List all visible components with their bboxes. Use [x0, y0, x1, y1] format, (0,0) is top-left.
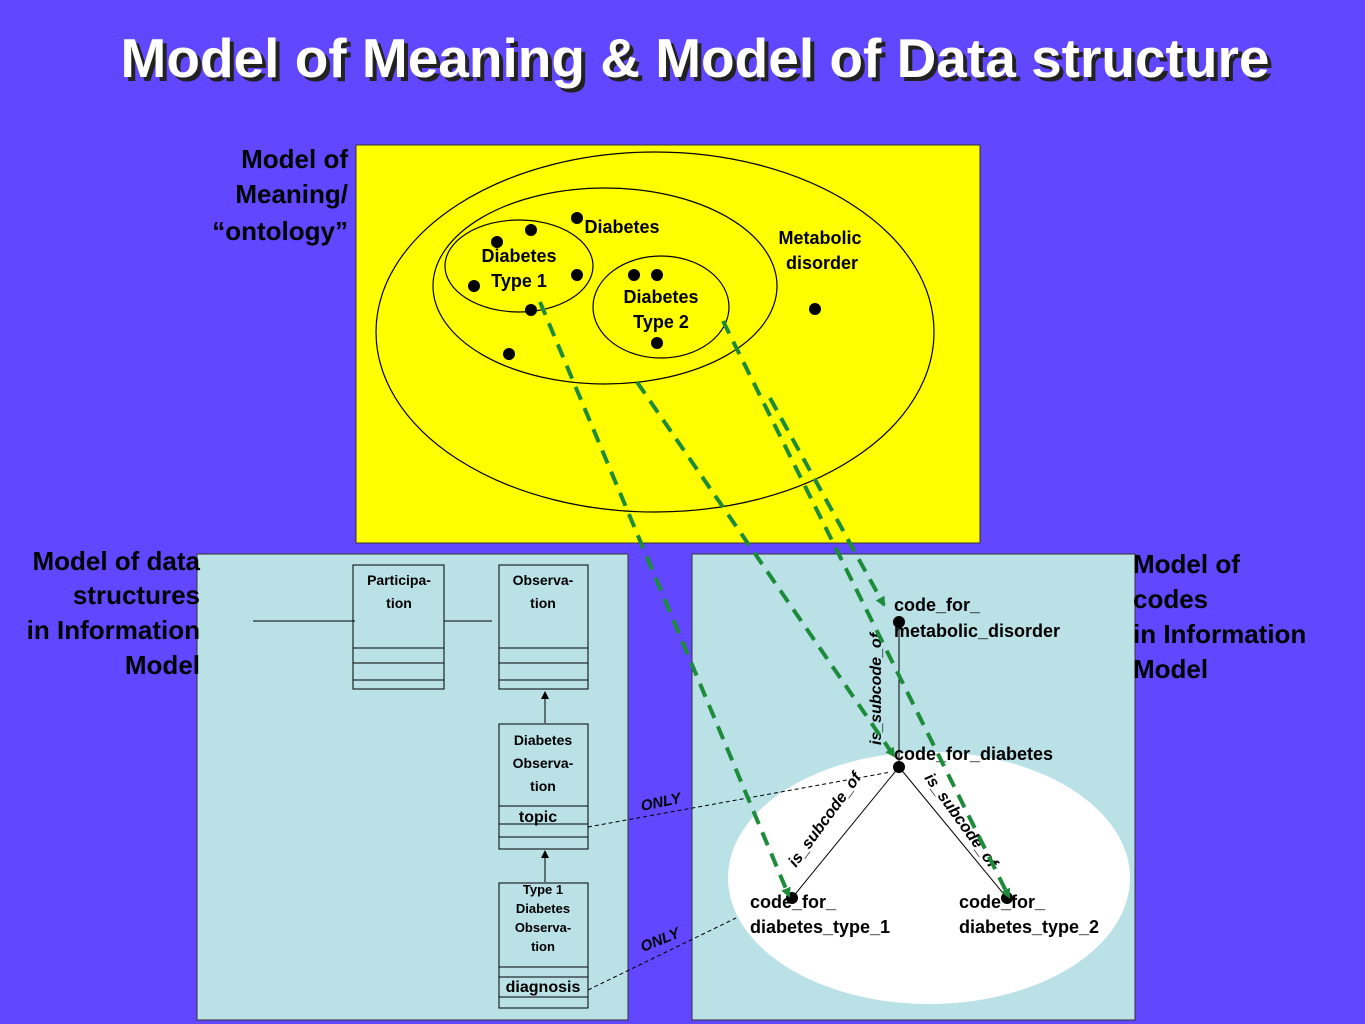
instance-dot: [651, 269, 663, 281]
instance-dot: [525, 224, 537, 236]
diabetes-type2-label-2: Type 2: [633, 312, 689, 332]
instance-dots: [468, 212, 821, 360]
diabetes-type1-label-1: Diabetes: [481, 246, 556, 266]
only-constraint-topic: [587, 771, 892, 828]
codes-side-label-3: in Information: [1133, 619, 1306, 649]
mapping-arrow-diabetes: [635, 380, 896, 758]
ontology-side-label-2: Meaning/: [235, 179, 348, 209]
code-metabolic-label-2: metabolic_disorder: [894, 621, 1060, 641]
observation-class-name-1: Observa-: [513, 572, 574, 588]
code-diabetes-label: code_for_diabetes: [894, 744, 1053, 764]
ontology-panel: [355, 144, 981, 544]
data-structures-side-label-1: Model of data: [32, 546, 200, 576]
data-structures-side-label-2: structures: [73, 580, 200, 610]
diabetes-type1-set: [444, 219, 594, 313]
slide-title-shadow: Model of Meaning & Model of Data structu…: [125, 31, 1274, 93]
participation-class-name-2: tion: [386, 595, 412, 611]
code-metabolic-label-1: code_for_: [894, 595, 981, 615]
code-node-metabolic: [893, 616, 905, 628]
diagnosis-attribute: diagnosis: [506, 979, 581, 996]
codes-side-label-1: Model of: [1133, 549, 1240, 579]
instance-dot: [503, 348, 515, 360]
diabetes-observation-name-2: Observa-: [513, 755, 574, 771]
type1-observation-name-4: tion: [531, 939, 555, 954]
diabetes-label: Diabetes: [584, 217, 659, 237]
code-type1-label-1: code_for_: [750, 892, 837, 912]
ontology-side-label-1: Model of: [241, 144, 348, 174]
data-structures-panel: [196, 553, 629, 1021]
instance-dot: [525, 304, 537, 316]
type1-observation-name-1: Type 1: [523, 882, 563, 897]
instance-dot: [628, 269, 640, 281]
instance-dot: [468, 280, 480, 292]
slide-title: Model of Meaning & Model of Data structu…: [121, 27, 1270, 89]
codes-side-label-4: Model: [1133, 654, 1208, 684]
only-label-diagnosis: ONLY: [638, 924, 684, 956]
type1-observation-name-2: Diabetes: [516, 901, 570, 916]
type1-diabetes-observation-class: Type 1 Diabetes Observa- tion diagnosis: [498, 882, 589, 1009]
metabolic-disorder-label-1: Metabolic: [778, 228, 861, 248]
hierarchy-line-type2-diabetes: [898, 766, 1008, 899]
mapping-arrow-type2: [721, 320, 1011, 899]
data-structures-side-label-3: in Information: [27, 615, 200, 645]
diabetes-type2-label-1: Diabetes: [623, 287, 698, 307]
diabetes-type2-set: [592, 255, 730, 359]
participation-class: Participa- tion: [352, 564, 445, 690]
participation-class-name-1: Participa-: [367, 572, 431, 588]
ontology-side-label-3: “ontology”: [212, 216, 348, 246]
metabolic-disorder-set: [375, 151, 935, 513]
diabetes-observation-class: Diabetes Observa- tion topic: [498, 723, 589, 850]
diabetes-observation-name-1: Diabetes: [514, 732, 573, 748]
diabetes-set: [432, 187, 778, 385]
code-type1-label-2: diabetes_type_1: [750, 917, 890, 937]
instance-dot: [571, 212, 583, 224]
metabolic-disorder-label-2: disorder: [786, 253, 858, 273]
code-node-diabetes: [893, 761, 905, 773]
data-structures-side-label-4: Model: [125, 650, 200, 680]
instance-dot: [571, 269, 583, 281]
instance-dot: [809, 303, 821, 315]
observation-class: Observa- tion: [498, 564, 589, 690]
code-type2-label-2: diabetes_type_2: [959, 917, 1099, 937]
instance-dot: [651, 337, 663, 349]
observation-class-name-2: tion: [530, 595, 556, 611]
mapping-arrow-type1: [538, 301, 791, 898]
codes-side-label-2: codes: [1133, 584, 1208, 614]
hierarchy-line-type1-diabetes: [791, 766, 900, 899]
instance-dot: [491, 236, 503, 248]
subcode-label-diabetes-metabolic: is_subcode_of: [868, 631, 885, 745]
topic-attribute: topic: [519, 809, 557, 826]
code-type2-label-1: code_for_: [959, 892, 1046, 912]
diabetes-codes-region: [728, 752, 1130, 1004]
mapping-arrow-metabolic: [768, 397, 886, 607]
type1-observation-name-3: Observa-: [515, 920, 571, 935]
diabetes-type1-label-2: Type 1: [491, 271, 547, 291]
diabetes-observation-name-3: tion: [530, 778, 556, 794]
